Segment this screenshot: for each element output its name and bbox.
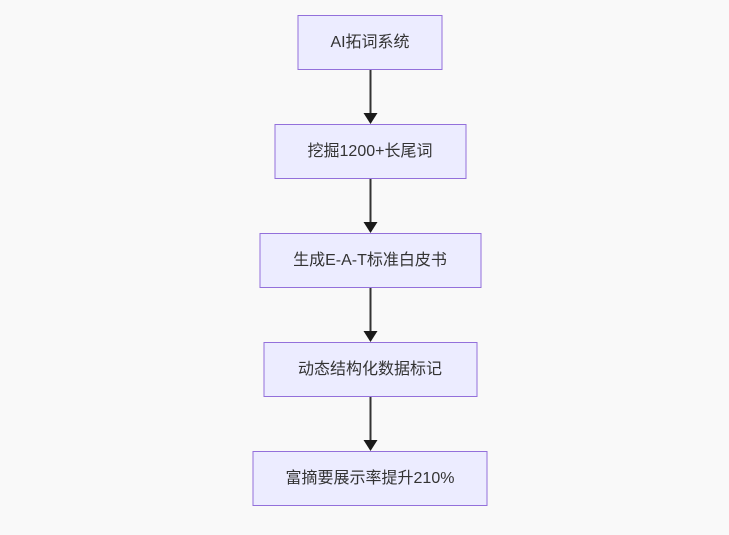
arrowhead-down-icon bbox=[363, 331, 377, 342]
arrow-line bbox=[369, 179, 371, 222]
flow-edge-b-c bbox=[362, 179, 378, 233]
flow-edge-a-b bbox=[362, 70, 378, 124]
flow-node-structured-data-markup: 动态结构化数据标记 bbox=[263, 342, 477, 397]
flow-column: AI拓词系统 挖掘1200+长尾词 生成E-A-T标准白皮书 动态结构化数据标记 bbox=[252, 15, 488, 506]
flow-node-label: 动态结构化数据标记 bbox=[297, 360, 442, 378]
arrowhead-down-icon bbox=[363, 440, 377, 451]
flow-node-eat-whitepaper: 生成E-A-T标准白皮书 bbox=[259, 233, 481, 288]
flow-node-ai-word-expansion-system: AI拓词系统 bbox=[297, 15, 443, 70]
flow-node-longtail-keywords: 挖掘1200+长尾词 bbox=[274, 124, 466, 179]
flow-node-label: 生成E-A-T标准白皮书 bbox=[293, 251, 447, 269]
flow-node-label: AI拓词系统 bbox=[330, 33, 410, 51]
arrowhead-down-icon bbox=[363, 113, 377, 124]
arrowhead-down-icon bbox=[363, 222, 377, 233]
flow-node-label: 富摘要展示率提升210% bbox=[285, 469, 455, 487]
arrow-line bbox=[369, 70, 371, 113]
flow-node-label: 挖掘1200+长尾词 bbox=[307, 142, 433, 160]
flow-edge-d-e bbox=[362, 397, 378, 451]
flow-node-rich-snippet-rate: 富摘要展示率提升210% bbox=[252, 451, 488, 506]
arrow-line bbox=[369, 288, 371, 331]
arrow-line bbox=[369, 397, 371, 440]
flow-edge-c-d bbox=[362, 288, 378, 342]
